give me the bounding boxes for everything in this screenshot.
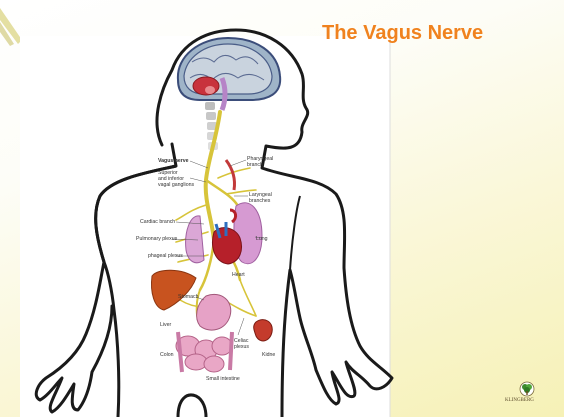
label-vagus-nerve: Vagus nerve bbox=[158, 158, 189, 164]
label-pharyngeal-2: branch bbox=[247, 162, 263, 168]
label-celiac-2: plexus bbox=[234, 344, 249, 350]
label-stomach: Stomach bbox=[178, 294, 199, 300]
label-small-intestine: Small intestine bbox=[206, 376, 240, 382]
label-laryngeal-2: branches bbox=[249, 198, 271, 204]
label-colon: Colon bbox=[160, 352, 174, 358]
label-pulmonary-plexus: Pulmonary plexus bbox=[136, 236, 178, 242]
brain bbox=[178, 38, 280, 110]
label-heart: Heart bbox=[232, 272, 245, 278]
label-cardiac-branch: Cardiac branch bbox=[140, 219, 175, 225]
label-liver: Liver bbox=[160, 322, 172, 328]
label-lung: Lung bbox=[256, 236, 268, 242]
slide-title: The Vagus Nerve bbox=[322, 22, 483, 45]
brand-name: KLINGBERG bbox=[505, 398, 534, 403]
label-ganglia-3: vagal ganglions bbox=[158, 182, 194, 188]
stomach bbox=[197, 294, 231, 330]
kidney bbox=[254, 320, 273, 341]
label-kidney: Kidne bbox=[262, 352, 275, 358]
label-esophageal-plexus: phageal plexus bbox=[148, 253, 183, 259]
